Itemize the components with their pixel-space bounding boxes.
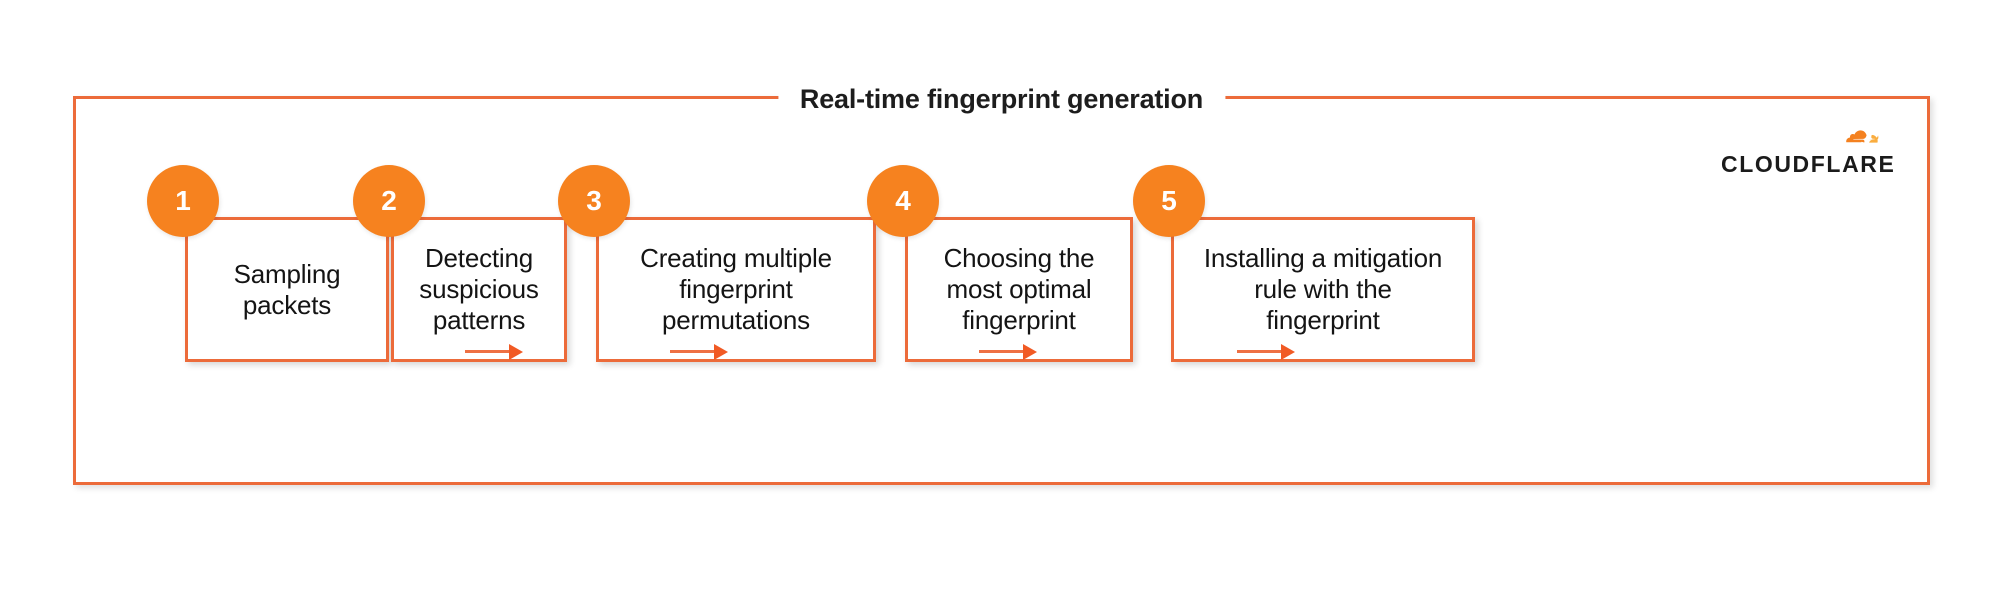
cloudflare-cloud-icon (1846, 130, 1879, 143)
page-title: Real-time fingerprint generation (777, 82, 1226, 116)
connector-shaft (670, 350, 716, 353)
arrow-head-icon (509, 344, 523, 360)
step-label-3: Creating multiple fingerprint permutatio… (640, 243, 832, 335)
step-box-2[interactable]: Detecting suspicious patterns (391, 217, 567, 362)
connector-shaft (465, 350, 511, 353)
step-label-1: Sampling packets (233, 258, 341, 320)
step-badge-2: 2 (353, 165, 425, 237)
arrow-head-icon (714, 344, 728, 360)
step-badge-5: 5 (1133, 165, 1205, 237)
connector-shaft (979, 350, 1025, 353)
step-label-2: Detecting suspicious patterns (419, 243, 539, 335)
step-label-4: Choosing the most optimal fingerprint (943, 243, 1095, 335)
step-box-5[interactable]: Installing a mitigation rule with the fi… (1171, 217, 1475, 362)
step-badge-1: 1 (147, 165, 219, 237)
connector-1-2 (465, 344, 523, 360)
step-box-3[interactable]: Creating multiple fingerprint permutatio… (596, 217, 876, 362)
cloudflare-wordmark: CLOUDFLARE (1721, 151, 1896, 177)
arrow-head-icon (1023, 344, 1037, 360)
connector-2-3 (670, 344, 728, 360)
step-label-5: Installing a mitigation rule with the fi… (1203, 243, 1443, 335)
arrow-head-icon (1281, 344, 1295, 360)
connector-shaft (1237, 350, 1283, 353)
steps-row: 1 Sampling packets 2 Detecting suspiciou… (76, 99, 1927, 482)
cloudflare-logo: CLOUDFLARE (1721, 118, 1896, 180)
step-box-1[interactable]: Sampling packets (185, 217, 389, 362)
step-badge-4: 4 (867, 165, 939, 237)
connector-3-4 (979, 344, 1037, 360)
step-box-4[interactable]: Choosing the most optimal fingerprint (905, 217, 1133, 362)
step-badge-3: 3 (558, 165, 630, 237)
connector-4-5 (1237, 344, 1295, 360)
diagram-panel: Real-time fingerprint generation CLOUDFL… (73, 82, 1930, 485)
